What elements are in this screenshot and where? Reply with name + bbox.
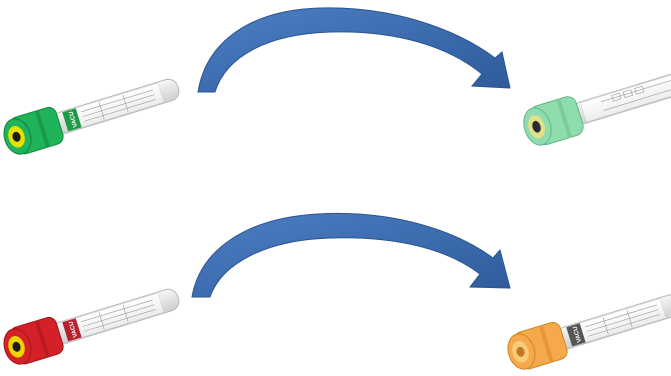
vacu-logo: VACU (69, 320, 80, 338)
cap-ridge (556, 98, 573, 139)
arrow-shaft-1 (197, 7, 511, 93)
vacu-logo: VACU (69, 110, 80, 128)
cap-inner-hole (12, 131, 21, 142)
arrow-shaft-2 (191, 212, 511, 298)
cap-ridge (538, 325, 554, 363)
transition-arrow-1 (197, 7, 511, 93)
label-lines (584, 304, 660, 337)
cap-inner-hole (532, 120, 541, 133)
tube-green-left: VACU (3, 78, 180, 155)
label-accent-stripe (62, 108, 82, 132)
label-lines (600, 78, 671, 111)
tube-red-left: VACU (3, 288, 180, 365)
cap-inner-hole (12, 341, 21, 352)
label-lines (80, 89, 156, 122)
vacu-logo: VACU (573, 325, 584, 343)
label-lines (80, 299, 156, 332)
label-accent-stripe (566, 323, 586, 347)
cap-ridge (34, 320, 50, 358)
transition-arrow-2 (191, 212, 511, 298)
cap-ridge (34, 110, 50, 148)
label-accent-stripe (62, 318, 82, 342)
tube-lightgreen-right (523, 67, 671, 146)
cap-inner-hole (516, 346, 525, 357)
tube-orange-right: VACU (507, 294, 671, 370)
